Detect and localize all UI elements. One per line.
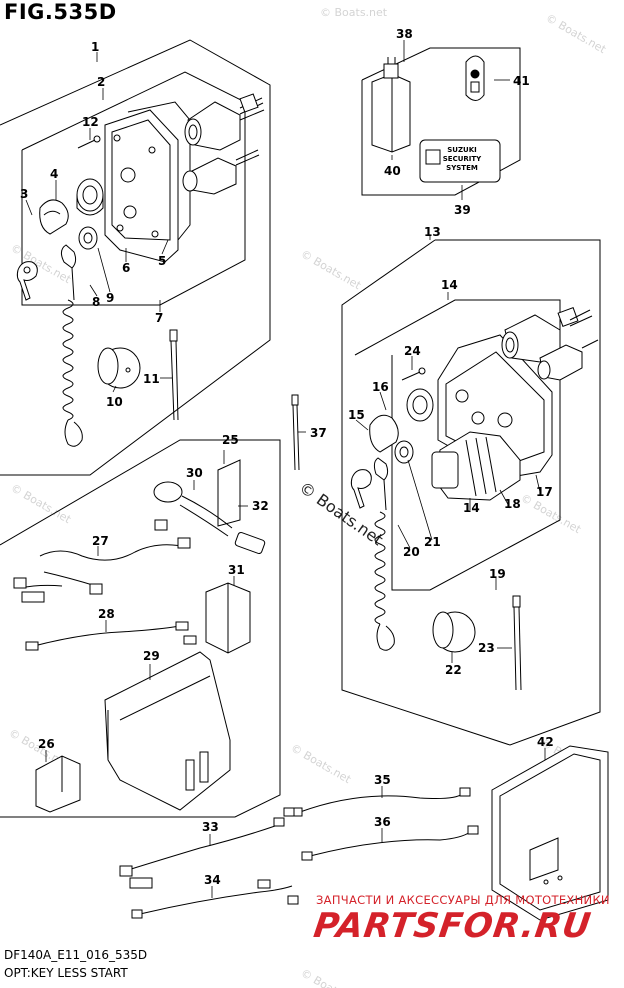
group-1-frame (0, 39, 271, 476)
group-38-leaders (391, 40, 510, 200)
callout: 14 (463, 501, 480, 515)
callout: 3 (20, 187, 28, 201)
security-label-line1: SUZUKI (447, 146, 477, 154)
callout: 12 (82, 115, 99, 129)
loose-leaders (209, 431, 546, 898)
watermark: © Boats.net (9, 481, 74, 526)
wiring-harness-parts (14, 460, 266, 812)
callout: 31 (228, 563, 245, 577)
callout: 13 (424, 225, 441, 239)
callout: 37 (310, 426, 327, 440)
callout: 25 (222, 433, 239, 447)
callout: 23 (478, 641, 495, 655)
group-13-frame (341, 239, 601, 746)
callout: 27 (92, 534, 109, 548)
callout: 6 (122, 261, 130, 275)
callout: 10 (106, 395, 123, 409)
security-label-line2: SECURITY (443, 155, 482, 163)
figure-title: FIG.535D (4, 0, 117, 24)
callout: 14 (441, 278, 458, 292)
callout: 42 (537, 735, 554, 749)
callout: 32 (252, 499, 269, 513)
callout: 39 (454, 203, 471, 217)
callout: 18 (504, 497, 521, 511)
security-module (372, 56, 500, 182)
callout: 40 (384, 164, 401, 178)
watermark: © Boats.net (289, 741, 354, 786)
callout: 38 (396, 27, 413, 41)
callout: 34 (204, 873, 221, 887)
group-1-leaders (25, 52, 172, 393)
callout: 28 (98, 607, 115, 621)
callout: 29 (143, 649, 160, 663)
key-switch-assembly (17, 94, 264, 446)
callout: 11 (143, 372, 160, 386)
callout: 22 (445, 663, 462, 677)
figure-subtitle: OPT:KEY LESS START (4, 966, 128, 980)
callout: 7 (155, 311, 163, 325)
callout: 36 (374, 815, 391, 829)
callout: 16 (372, 380, 389, 394)
watermark-center: © Boats.net (296, 478, 387, 550)
callout: 30 (186, 466, 203, 480)
callout: 1 (91, 40, 99, 54)
callout: 20 (403, 545, 420, 559)
watermark: © Boats.net (299, 247, 364, 292)
watermark: © Boats.net (299, 966, 364, 988)
callout: 21 (424, 535, 441, 549)
callout: 26 (38, 737, 55, 751)
watermark: © Boats.net (544, 11, 609, 56)
callout: 9 (106, 291, 114, 305)
callout: 17 (536, 485, 553, 499)
callout: 15 (348, 408, 365, 422)
figure-code: DF140A_E11_016_535D (4, 948, 148, 962)
callout: 24 (404, 344, 421, 358)
callout: 4 (50, 167, 58, 181)
callout: 33 (202, 820, 219, 834)
callout: 19 (489, 567, 506, 581)
promo-tagline: ЗАПЧАСТИ И АКСЕССУАРЫ ДЛЯ МОТОТЕХНИКИ (316, 893, 610, 907)
callout: 5 (158, 254, 166, 268)
watermark: © Boats.net (320, 6, 388, 19)
harness-group-frame (0, 439, 281, 818)
callout: 41 (513, 74, 530, 88)
group-38-frame (361, 47, 521, 196)
callout: 35 (374, 773, 391, 787)
keyless-switch-assembly (351, 308, 598, 690)
loose-cables (120, 395, 608, 920)
callout-labels: 1 2 3 4 5 6 7 8 9 10 11 12 13 14 14 15 1… (20, 27, 554, 887)
harness-leaders (45, 450, 248, 762)
callout: 2 (97, 75, 105, 89)
promo-logo: PARTSFOR.RU (311, 906, 594, 946)
callout: 8 (92, 295, 100, 309)
group-13-leaders (355, 236, 541, 663)
security-label-line3: SYSTEM (446, 164, 478, 172)
